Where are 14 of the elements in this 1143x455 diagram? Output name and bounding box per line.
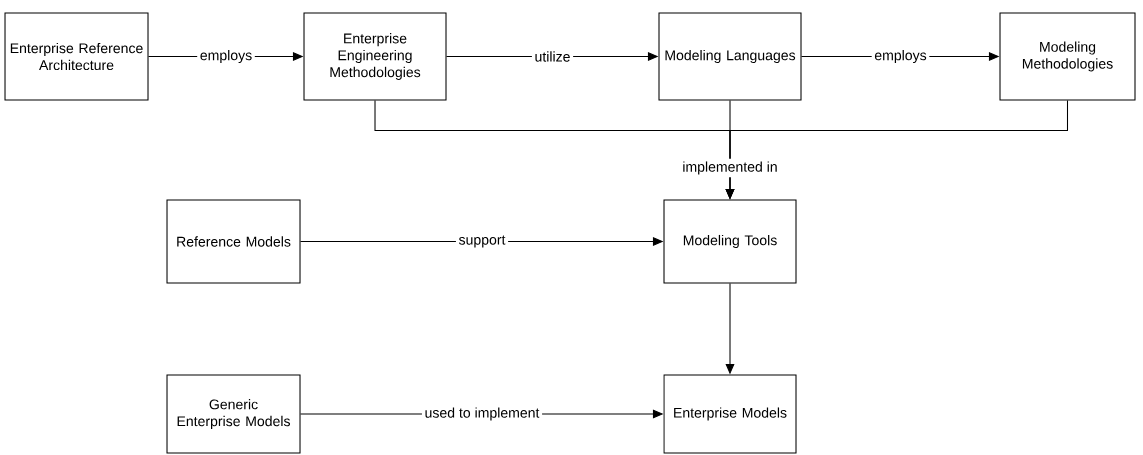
edge-label: employs (200, 49, 252, 64)
process-box: Reference Models (166, 199, 301, 284)
process-box: Modeling Tools (663, 199, 797, 284)
process-box: Enterprise Reference Architecture (4, 12, 149, 101)
process-box: Enterprise Models (663, 374, 797, 454)
edge-label: employs (874, 49, 927, 64)
edge-label: implemented in (683, 161, 777, 175)
edge-label: utilize (535, 51, 570, 62)
edge-label: used to implement (425, 407, 540, 421)
process-box: Modeling Languages (658, 12, 802, 101)
process-box: Generic Enterprise Models (166, 374, 301, 454)
edge-label: support (458, 235, 506, 248)
process-box: Modeling Methodologies (999, 12, 1136, 101)
process-box: Enterprise Engineering Methodologies (303, 12, 447, 101)
